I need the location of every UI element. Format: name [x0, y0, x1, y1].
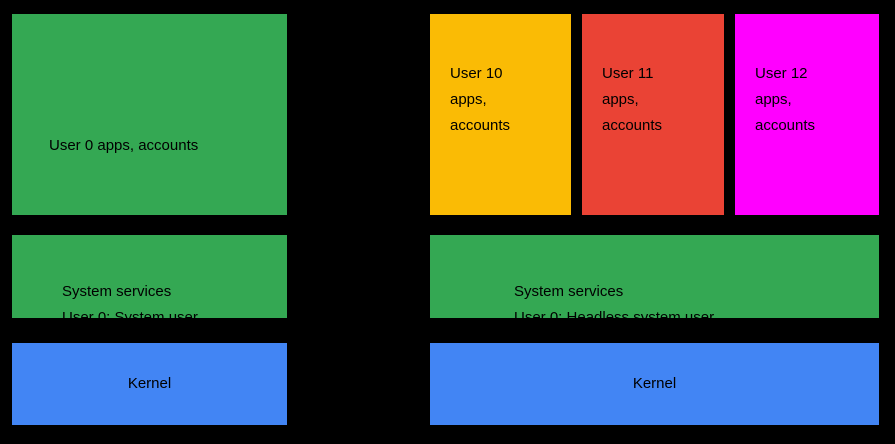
block-user0-apps: User 0 apps, accounts	[12, 14, 287, 215]
block-user10-apps-label: User 10 apps, accounts	[450, 65, 511, 134]
block-system-services-headless-label: System services User 0: Headless system …	[514, 283, 715, 326]
block-user12-apps-label: User 12 apps, accounts	[755, 65, 816, 134]
block-system-services-single-user: System services User 0: System user	[12, 235, 287, 326]
block-user10-apps: User 10 apps, accounts	[430, 14, 571, 215]
block-kernel-headless-label: Kernel	[632, 375, 677, 392]
block-kernel-single-user: Kernel	[12, 343, 287, 425]
block-kernel-headless: Kernel	[430, 343, 879, 425]
block-user11-apps: User 11 apps, accounts	[582, 14, 724, 215]
block-system-services-headless: System services User 0: Headless system …	[430, 235, 879, 326]
block-user0-apps-label: User 0 apps, accounts	[49, 137, 199, 154]
block-user11-apps-label: User 11 apps, accounts	[602, 65, 663, 134]
block-kernel-single-user-label: Kernel	[127, 375, 172, 392]
block-user12-apps: User 12 apps, accounts	[735, 14, 879, 215]
block-system-services-single-user-label: System services User 0: System user	[62, 283, 198, 326]
